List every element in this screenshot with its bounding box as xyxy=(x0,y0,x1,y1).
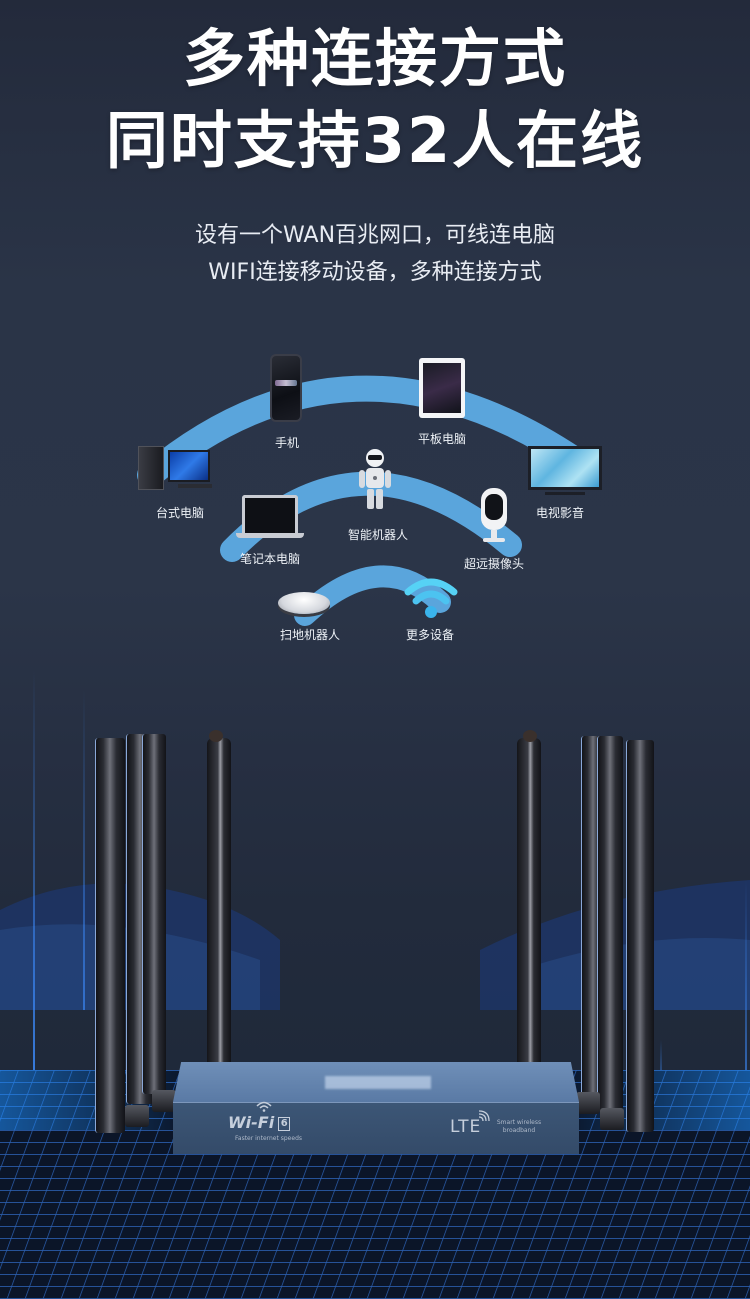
smartphone-icon xyxy=(270,354,302,422)
antenna-flat-right-3 xyxy=(626,740,654,1132)
device-label-camera: 超远摄像头 xyxy=(463,557,525,571)
lte-signal-icon xyxy=(478,1110,490,1122)
antenna-hinge xyxy=(600,1108,624,1130)
headline-line-1: 多种连接方式 xyxy=(182,22,567,95)
light-beam xyxy=(83,690,85,1010)
connection-diagram: 手机 平板电脑 台式电脑 电视影音 xyxy=(0,330,750,660)
light-beam xyxy=(745,880,747,1110)
robot-vacuum-icon xyxy=(278,592,330,614)
wifi-version-badge: 6 xyxy=(278,1116,291,1131)
device-label-robot: 智能机器人 xyxy=(347,528,409,542)
tablet-icon xyxy=(419,358,465,418)
antenna-whip-right xyxy=(517,738,541,1064)
subtitle-line-1: 设有一个WAN百兆网口，可线连电脑 xyxy=(194,223,556,248)
lte-tagline-line-2: broadband xyxy=(502,1127,536,1134)
television-icon xyxy=(528,446,602,495)
light-beam xyxy=(33,670,35,1110)
device-label-tv: 电视影音 xyxy=(535,506,585,520)
security-camera-icon xyxy=(481,488,507,542)
device-label-laptop: 笔记本电脑 xyxy=(239,552,301,566)
laptop-icon xyxy=(236,495,304,538)
lte-tagline: Smart wireless broadband xyxy=(493,1119,545,1135)
humanoid-robot-icon xyxy=(357,448,393,512)
antenna-hinge xyxy=(152,1090,176,1112)
wifi-logo-icon xyxy=(256,1101,272,1112)
router-indicator-window xyxy=(325,1076,431,1089)
device-label-more: 更多设备 xyxy=(405,628,455,642)
antenna-whip-left xyxy=(207,738,231,1064)
antenna-flat-left-3 xyxy=(142,734,166,1094)
device-label-phone: 手机 xyxy=(274,436,300,450)
subtitle-line-2: WIFI连接移动设备，多种连接方式 xyxy=(208,260,542,285)
antenna-hinge xyxy=(576,1092,600,1114)
outer-arc xyxy=(137,375,588,488)
device-label-tablet: 平板电脑 xyxy=(417,432,467,446)
antenna-flat-left-1 xyxy=(95,738,125,1133)
device-label-desktop: 台式电脑 xyxy=(155,506,205,520)
lte-tagline-line-1: Smart wireless xyxy=(496,1119,542,1126)
antenna-flat-right-2 xyxy=(597,736,623,1111)
antenna-tip xyxy=(523,730,537,742)
wifi-icon xyxy=(402,574,460,624)
headline-line-2: 同时支持32人在线 xyxy=(105,104,645,177)
antenna-hinge xyxy=(125,1105,149,1127)
wifi-tagline: Faster internet speeds xyxy=(235,1135,303,1142)
wifi-brand-text: Wi-Fi xyxy=(228,1113,275,1132)
device-label-vacuum: 扫地机器人 xyxy=(279,628,341,642)
lte-brand-text: LTE xyxy=(450,1117,482,1137)
antenna-tip xyxy=(209,730,223,742)
